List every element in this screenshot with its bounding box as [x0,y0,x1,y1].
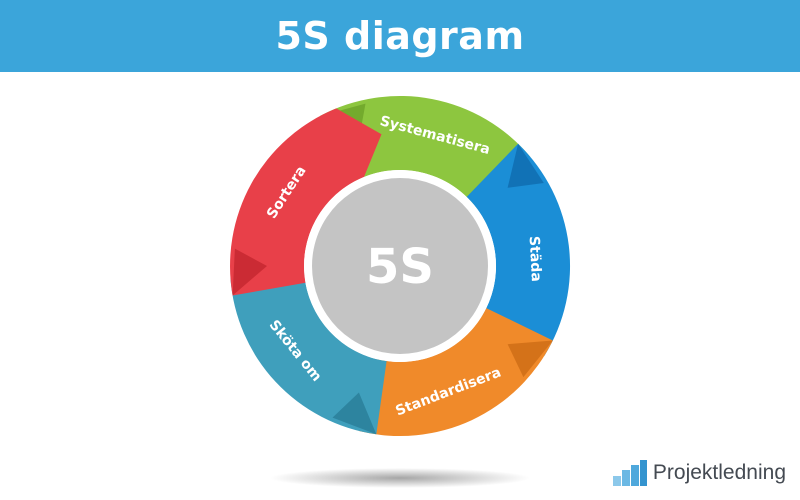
brand-logo: Projektledning [612,456,786,490]
ground-shadow [270,468,530,488]
segment-fold-5 [232,248,267,296]
segment-fold-2 [507,143,544,188]
segment-2 [466,143,571,362]
segment-fold-3 [507,340,553,378]
segment-fold-4 [332,392,377,435]
bar-chart-icon [612,460,647,486]
segment-1 [320,96,531,208]
segment-label-2: Städa [526,236,544,282]
cycle-ring [230,96,571,437]
segment-5 [230,108,382,296]
center-label: 5S [366,239,434,295]
segment-3 [337,308,553,437]
page-title: 5S diagram [275,14,525,58]
segment-4 [230,242,387,435]
center-circle [312,178,488,354]
title-bar: 5S diagram [0,0,800,72]
brand-name: Projektledning [652,461,786,484]
